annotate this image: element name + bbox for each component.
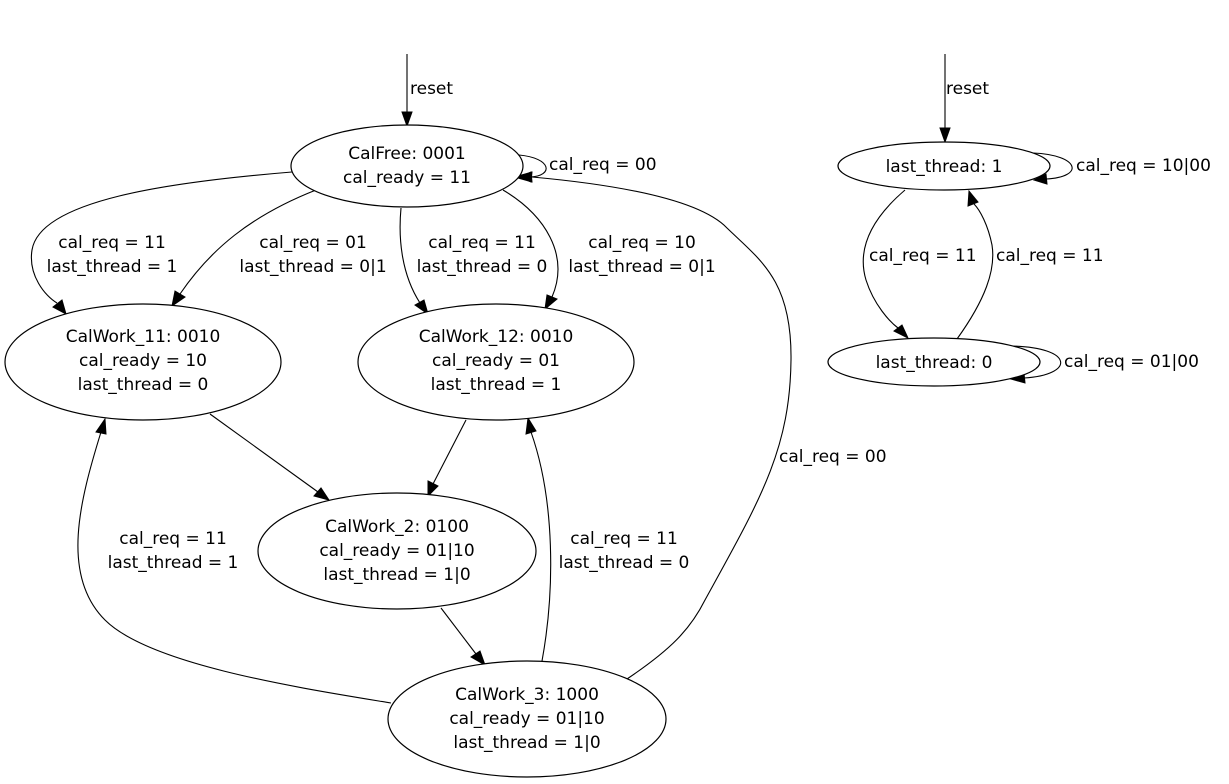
edge-line	[518, 154, 547, 178]
last-thread-machine: reset cal_req = 10|00 cal_req = 11 cal_r…	[827, 54, 1211, 387]
edge-line	[432, 419, 467, 485]
node-calwork3[interactable]: CalWork_3: 1000 cal_ready = 01|10 last_t…	[387, 660, 667, 778]
arrowhead	[52, 299, 67, 316]
arrowhead	[427, 480, 439, 498]
node-label: CalWork_12: 0010	[419, 327, 574, 347]
node-label: CalWork_2: 0100	[325, 517, 469, 537]
edge-label: last_thread = 0|1	[568, 257, 715, 277]
node-ellipse	[357, 303, 635, 421]
edge-label: cal_req = 11	[869, 246, 977, 266]
node-label: CalFree: 0001	[348, 144, 465, 164]
node-label: last_thread: 1	[886, 157, 1003, 177]
edge-calwork3-calfree: cal_req = 00	[516, 171, 887, 680]
edge-line	[209, 413, 319, 493]
edge-calwork12-calwork2	[427, 419, 467, 498]
node-label: cal_ready = 01	[432, 351, 560, 371]
edge-line	[1009, 345, 1062, 379]
node-ellipse	[4, 303, 282, 421]
edge-reset-lt1: reset	[939, 54, 989, 144]
node-calwork11[interactable]: CalWork_11: 0010 cal_ready = 10 last_thr…	[4, 303, 282, 421]
edge-label: cal_req = 00	[779, 447, 887, 467]
arrowhead	[414, 299, 429, 316]
node-label: CalWork_11: 0010	[66, 327, 221, 347]
edge-line	[531, 176, 792, 680]
node-last-thread-0[interactable]: last_thread: 0	[827, 337, 1041, 387]
edge-line	[399, 207, 421, 304]
edge-lt0-lt1: cal_req = 11	[956, 189, 1104, 340]
arrowhead	[516, 171, 533, 183]
node-label: cal_ready = 01|10	[319, 541, 474, 561]
node-label: last_thread = 1|0	[453, 733, 600, 753]
arrowhead	[1032, 173, 1048, 185]
edge-line	[502, 189, 559, 298]
edge-label: cal_req = 01|00	[1064, 352, 1199, 372]
node-label: cal_ready = 11	[343, 168, 471, 188]
edge-label: cal_req = 11	[996, 246, 1104, 266]
node-label: last_thread: 0	[876, 353, 993, 373]
node-calwork12[interactable]: CalWork_12: 0010 cal_ready = 01 last_thr…	[357, 303, 635, 421]
node-ellipse	[827, 337, 1041, 387]
arrowhead	[544, 294, 558, 311]
arrowhead	[525, 416, 537, 435]
node-ellipse	[837, 141, 1051, 191]
node-label: last_thread = 1	[431, 375, 562, 395]
edge-label: cal_req = 01	[259, 233, 367, 253]
node-last-thread-1[interactable]: last_thread: 1	[837, 141, 1051, 191]
edge-label: cal_req = 00	[549, 155, 657, 175]
edge-calfree-calwork12-b: cal_req = 10 last_thread = 0|1	[502, 189, 716, 311]
node-ellipse	[387, 660, 667, 778]
arrowhead	[939, 127, 951, 144]
cal-state-machine: reset cal_req = 00 cal_req = 11 last_thr…	[4, 54, 887, 778]
edge-calfree-calwork11-b: cal_req = 01 last_thread = 0|1	[171, 189, 387, 308]
edge-label: last_thread = 1	[47, 257, 178, 277]
arrowhead	[401, 111, 413, 128]
edge-label: reset	[410, 79, 453, 99]
node-label: cal_ready = 10	[79, 351, 207, 371]
edge-calwork3-calwork12: cal_req = 11 last_thread = 0	[525, 416, 690, 662]
edge-line	[956, 203, 994, 340]
edge-calfree-calwork11-a: cal_req = 11 last_thread = 1	[30, 171, 293, 316]
arrowhead	[470, 650, 486, 667]
edge-label: last_thread = 1	[108, 553, 239, 573]
edge-label: cal_req = 10|00	[1076, 156, 1211, 176]
edge-label: cal_req = 11	[58, 233, 166, 253]
edge-calwork2-calwork3	[440, 607, 486, 667]
arrowhead	[313, 487, 331, 501]
edge-label: cal_req = 11	[119, 529, 227, 549]
node-ellipse	[257, 492, 537, 610]
edge-line	[30, 171, 293, 304]
edge-label: last_thread = 0	[559, 553, 690, 573]
edge-line	[440, 607, 477, 655]
arrowhead	[171, 290, 186, 308]
edge-line	[179, 189, 317, 295]
edge-line	[1032, 152, 1073, 180]
edge-calwork11-calwork2	[209, 413, 331, 501]
arrowhead	[967, 189, 979, 207]
edge-label: cal_req = 10	[588, 233, 696, 253]
edge-calfree-calwork12-a: cal_req = 11 last_thread = 0	[399, 207, 548, 316]
node-calfree[interactable]: CalFree: 0001 cal_ready = 11	[290, 124, 524, 208]
node-label: last_thread = 1|0	[323, 565, 470, 585]
edge-label: cal_req = 11	[428, 233, 536, 253]
edge-label: reset	[946, 79, 989, 99]
edge-line	[862, 189, 906, 329]
edge-reset-calfree: reset	[401, 54, 453, 128]
node-ellipse	[290, 124, 524, 208]
node-calwork2[interactable]: CalWork_2: 0100 cal_ready = 01|10 last_t…	[257, 492, 537, 610]
edge-label: cal_req = 11	[570, 529, 678, 549]
edge-lt1-lt0: cal_req = 11	[862, 189, 977, 340]
node-label: CalWork_3: 1000	[455, 685, 599, 705]
arrowhead	[893, 324, 910, 340]
edge-label: last_thread = 0	[417, 257, 548, 277]
edge-lt1-self: cal_req = 10|00	[1032, 152, 1211, 185]
node-label: cal_ready = 01|10	[449, 709, 604, 729]
edge-calwork3-calwork11: cal_req = 11 last_thread = 1	[77, 417, 392, 704]
edge-line	[77, 431, 392, 704]
arrowhead	[95, 417, 107, 435]
edge-line	[530, 431, 552, 662]
node-label: last_thread = 0	[78, 375, 209, 395]
edge-label: last_thread = 0|1	[239, 257, 386, 277]
